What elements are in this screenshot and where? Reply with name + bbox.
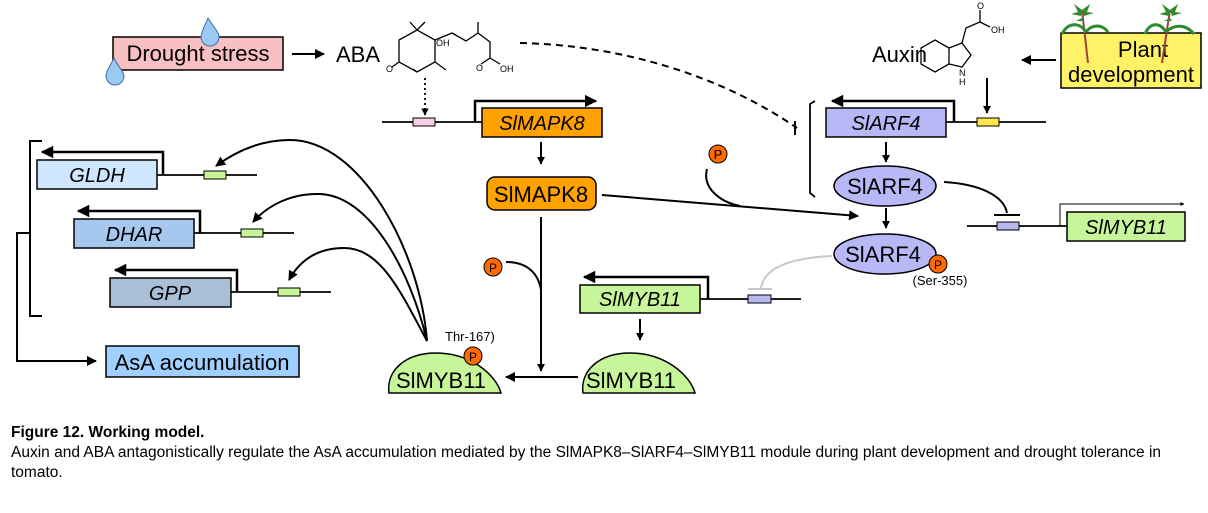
svg-text:P: P	[714, 147, 723, 162]
arf-binding-element	[996, 221, 1020, 231]
phosphate-icon: P	[463, 346, 483, 366]
plant-development-label-line2: development	[1068, 62, 1194, 87]
slarf4-protein: SlARF4	[833, 165, 937, 207]
water-drop-icon	[105, 56, 125, 86]
aba-structure-icon	[391, 21, 501, 73]
plant-development-node: Plant development	[1060, 4, 1202, 89]
slarf4-transcription-arrow	[830, 94, 956, 122]
slmapk8-to-slarf4-arrow	[601, 194, 859, 221]
drought-stress-label: Drought stress	[126, 41, 269, 66]
auxin-o-label: O	[977, 1, 984, 11]
working-model-diagram: Drought stress ABA OH O O OH SlMAPK8 SlM…	[16, 1, 1202, 394]
aba-o-label: O	[386, 64, 393, 74]
slarf4-gene-label: SlARF4	[852, 113, 921, 135]
phosphate-icon: P	[483, 257, 503, 277]
slmyb11-gene-right-label: SlMYB11	[1085, 217, 1167, 239]
slmapk8-transcription-arrow	[473, 94, 598, 122]
figure-caption-title: Figure 12. Working model.	[11, 424, 205, 441]
slmyb11-to-gldh-arrow	[215, 138, 428, 342]
slarf4-gene-box	[825, 107, 947, 138]
auxin-n-label: N	[959, 68, 966, 78]
arf-binding-element	[747, 294, 772, 304]
gldh-gene-box	[36, 159, 158, 190]
dhar-gene-label: DHAR	[106, 224, 163, 246]
phosphate-icon: P	[928, 254, 948, 274]
aba-responsive-element	[412, 117, 436, 127]
phospho-transfer-curve	[705, 168, 741, 207]
myb-binding-element	[277, 287, 301, 297]
slarf4-protein-label: SlARF4	[847, 174, 923, 199]
dhar-transcription-arrow	[76, 204, 202, 233]
asa-accumulation-label: AsA accumulation	[115, 350, 290, 375]
dhar-gene: DHAR	[73, 204, 294, 249]
auxin-h-label: H	[959, 77, 966, 87]
auxin-structure-icon	[920, 10, 991, 73]
slarf4-phospho-protein: SlARF4 P (Ser-355)	[833, 233, 968, 288]
gpp-transcription-arrow	[113, 263, 239, 292]
slmapk8-protein: SlMAPK8	[486, 176, 597, 211]
slmyb11-gene-right: SlMYB11	[967, 202, 1186, 242]
slmapk8-gene: SlMAPK8	[382, 94, 603, 138]
thr-167-site-label: Thr-167)	[445, 329, 495, 344]
aba-o2-label: O	[476, 63, 483, 73]
slarf4-phospho-protein-label: SlARF4	[845, 242, 921, 267]
slmyb11-target-arrows	[215, 138, 428, 342]
plant-seedling-icon	[1060, 4, 1110, 64]
slmapk8-gene-box	[481, 107, 603, 138]
gldh-gene: GLDH	[36, 145, 257, 190]
drought-stress-node: Drought stress	[105, 16, 284, 86]
target-genes-bracket	[29, 140, 42, 317]
plant-seedling-icon	[1143, 4, 1196, 64]
gpp-gene-box	[109, 277, 232, 308]
slarf4-inhibits-slmyb11-curve	[943, 181, 1008, 214]
gldh-gene-label: GLDH	[69, 165, 125, 187]
slmyb11-gene-box-center	[579, 284, 701, 314]
phosphate-icon: P	[708, 144, 728, 164]
slmyb11-transcription-arrow	[1059, 202, 1185, 226]
gpp-gene-label: GPP	[149, 283, 192, 305]
slarf4-gene: SlARF4	[825, 94, 1046, 138]
drought-stress-box	[112, 36, 284, 71]
svg-text:P: P	[934, 258, 942, 272]
phospho-transfer-curve-myb	[505, 261, 542, 291]
figure-caption-text: Auxin and ABA antagonistically regulate …	[11, 444, 1162, 481]
slmyb11-phospho-protein: SlMYB11 P Thr-167)	[388, 329, 502, 394]
slmyb11-protein-label: SlMYB11	[586, 368, 676, 393]
slmyb11-gene-center: SlMYB11	[579, 270, 801, 314]
svg-text:P: P	[489, 261, 497, 275]
svg-text:P: P	[469, 350, 477, 364]
dhar-gene-box	[73, 218, 195, 249]
gpp-gene: GPP	[109, 263, 331, 308]
aba-oh-label: OH	[436, 38, 450, 48]
aba-inhibits-slarf4-dashed-line	[519, 42, 798, 129]
slmyb11-phospho-protein-label: SlMYB11	[396, 368, 486, 393]
slmyb11-gene-box-right	[1066, 211, 1186, 242]
auxin-label: Auxin	[872, 42, 927, 67]
myb-binding-element	[240, 228, 264, 238]
water-drop-icon	[200, 16, 220, 47]
auxin-oh-label: OH	[991, 25, 1005, 35]
auxin-responsive-element	[976, 117, 1000, 127]
slmyb11-to-dhar-arrow	[252, 192, 428, 342]
slmyb11-to-gpp-arrow	[288, 246, 428, 342]
slmapk8-gene-label: SlMAPK8	[499, 113, 585, 135]
aba-label: ABA	[336, 42, 380, 67]
asa-accumulation-node: AsA accumulation	[105, 345, 300, 378]
aba-acid-oh-label: OH	[500, 64, 514, 74]
slmapk8-protein-label: SlMAPK8	[494, 182, 588, 207]
figure-caption: Figure 12. Working model. Auxin and ABA …	[11, 423, 1201, 483]
myb-binding-element	[203, 170, 227, 180]
slmyb11-gene-center-label: SlMYB11	[599, 289, 681, 311]
plant-development-label-line1: Plant	[1118, 37, 1168, 62]
gldh-transcription-arrow	[40, 145, 165, 175]
ser-355-site-label: (Ser-355)	[913, 273, 968, 288]
plant-development-box	[1060, 32, 1202, 89]
weakened-inhibition-curve	[760, 255, 833, 289]
slmyb11-protein: SlMYB11	[582, 352, 696, 394]
genes-to-asa-arrow	[16, 232, 97, 366]
slarf4-bracket	[809, 100, 816, 198]
slmyb11-center-transcription-arrow	[582, 270, 710, 299]
